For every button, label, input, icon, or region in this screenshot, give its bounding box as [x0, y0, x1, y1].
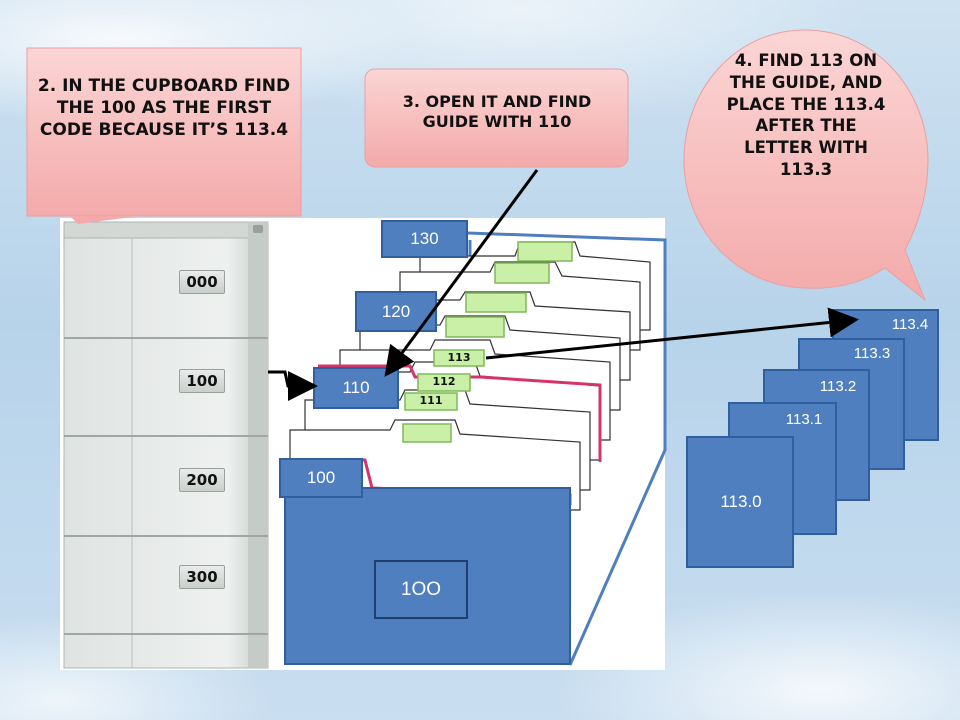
callout-step3-shape — [364, 68, 629, 168]
front-card-label-box — [374, 560, 468, 619]
letter-label-113-3: 113.3 — [853, 344, 891, 362]
letter-label-113-2: 113.2 — [819, 377, 857, 395]
letter-stack — [686, 309, 939, 568]
filing-cabinet — [63, 221, 269, 669]
drawer-label-300: 300 — [179, 565, 225, 589]
arrow-drawer-to-guide — [268, 370, 318, 401]
letter-label-113-0: 113.0 — [720, 492, 762, 511]
tab-label-112: 112 — [432, 375, 456, 388]
callout-step2-shape — [26, 47, 302, 224]
arrow-step3-to-guide — [384, 169, 539, 377]
arrows — [268, 169, 859, 401]
guide-label-130: 130 — [410, 229, 439, 248]
callout-step3-text: 3. Open it and find guide with 110 — [402, 92, 592, 132]
tab-label-111: 111 — [419, 394, 443, 407]
callout-step4-text: 4. Find 113 on the guide, and place the … — [726, 51, 886, 179]
guide-label-100: 100 — [306, 468, 336, 487]
guide-label-110: 110 — [342, 378, 370, 397]
callout-step2-text: 2. In the cupboard find the 100 as the f… — [37, 76, 291, 140]
front-card-label: 1OO — [400, 578, 442, 600]
green-tabs — [402, 241, 573, 443]
tab-label-113: 113 — [447, 351, 471, 364]
drawer-label-200: 200 — [179, 468, 225, 492]
arrow-tab-to-letter — [485, 307, 859, 360]
letter-label-113-1: 113.1 — [785, 410, 823, 428]
letter-label-113-4: 113.4 — [891, 315, 929, 333]
drawer-label-100: 100 — [179, 369, 225, 393]
drawer-label-000: 000 — [179, 270, 225, 294]
callout-step4-shape — [683, 29, 929, 302]
guide-boxes — [279, 220, 468, 498]
guide-label-120: 120 — [381, 301, 411, 321]
